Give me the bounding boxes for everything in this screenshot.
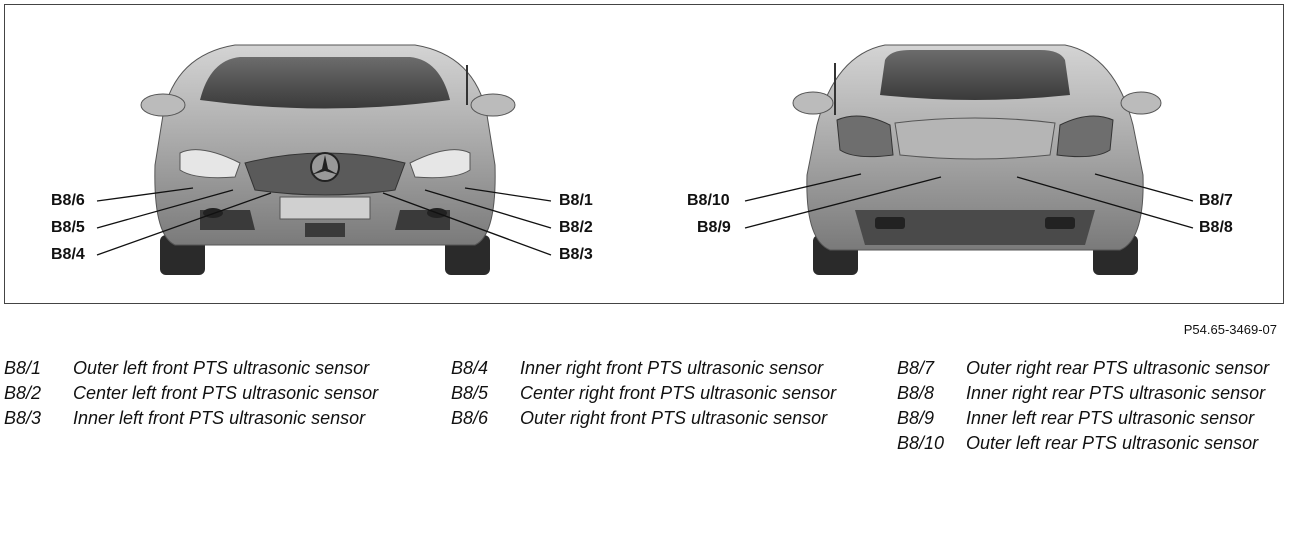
front-view-car <box>140 44 516 275</box>
legend-text: Center left front PTS ultrasonic sensor <box>73 383 379 403</box>
legend-code: B8/3 <box>4 408 42 428</box>
legend-code: B8/8 <box>897 383 935 403</box>
legend-code: B8/2 <box>4 383 42 403</box>
legend-code: B8/1 <box>4 358 42 378</box>
callout-b8-9: B8/9 <box>697 219 731 236</box>
rear-view-car <box>792 44 1162 275</box>
legend-item: B8/7 Outer right rear PTS ultrasonic sen… <box>897 357 1287 380</box>
legend-column-1: B8/1 Outer left front PTS ultrasonic sen… <box>4 357 424 432</box>
legend-column-2: B8/4 Inner right front PTS ultrasonic se… <box>451 357 871 432</box>
callout-b8-2: B8/2 <box>559 219 593 236</box>
callout-b8-3: B8/3 <box>559 246 593 263</box>
callout-b8-10: B8/10 <box>687 192 730 209</box>
legend-text: Inner right front PTS ultrasonic sensor <box>520 358 824 378</box>
callout-b8-8: B8/8 <box>1199 219 1233 236</box>
legend-item: B8/6 Outer right front PTS ultrasonic se… <box>451 407 871 430</box>
figure-id: P54.65-3469-07 <box>1183 322 1277 337</box>
legend-text: Inner left rear PTS ultrasonic sensor <box>966 408 1255 428</box>
callout-b8-7: B8/7 <box>1199 192 1233 209</box>
legend-code: B8/9 <box>897 408 935 428</box>
vehicle-illustration <box>96 44 1194 275</box>
legend-code: B8/7 <box>897 358 935 378</box>
legend-code: B8/6 <box>451 408 489 428</box>
legend-item: B8/1 Outer left front PTS ultrasonic sen… <box>4 357 424 380</box>
legend-text: Outer right front PTS ultrasonic sensor <box>520 408 828 428</box>
legend-item: B8/3 Inner left front PTS ultrasonic sen… <box>4 407 424 430</box>
legend-code: B8/10 <box>897 433 945 453</box>
legend-item: B8/4 Inner right front PTS ultrasonic se… <box>451 357 871 380</box>
legend-item: B8/2 Center left front PTS ultrasonic se… <box>4 382 424 405</box>
legend-text: Outer right rear PTS ultrasonic sensor <box>966 358 1270 378</box>
callout-b8-5: B8/5 <box>51 219 85 236</box>
legend-text: Inner right rear PTS ultrasonic sensor <box>966 383 1266 403</box>
callout-b8-4: B8/4 <box>51 246 85 263</box>
legend-item: B8/9 Inner left rear PTS ultrasonic sens… <box>897 407 1287 430</box>
callout-b8-6: B8/6 <box>51 192 85 209</box>
leader-lines <box>96 173 1194 256</box>
callout-b8-1: B8/1 <box>559 192 593 209</box>
legend-code: B8/4 <box>451 358 489 378</box>
vehicle-figure: B8/6 B8/5 B8/4 B8/1 B8/2 B8/3 B8/10 B8/9… <box>4 4 1284 304</box>
legend-text: Outer left front PTS ultrasonic sensor <box>73 358 370 378</box>
legend-code: B8/5 <box>451 383 489 403</box>
legend-text: Center right front PTS ultrasonic sensor <box>520 383 837 403</box>
legend-item: B8/10 Outer left rear PTS ultrasonic sen… <box>897 432 1287 455</box>
legend-item: B8/8 Inner right rear PTS ultrasonic sen… <box>897 382 1287 405</box>
legend-text: Outer left rear PTS ultrasonic sensor <box>966 433 1259 453</box>
legend-text: Inner left front PTS ultrasonic sensor <box>73 408 366 428</box>
legend-item: B8/5 Center right front PTS ultrasonic s… <box>451 382 871 405</box>
legend-column-3: B8/7 Outer right rear PTS ultrasonic sen… <box>897 357 1287 457</box>
